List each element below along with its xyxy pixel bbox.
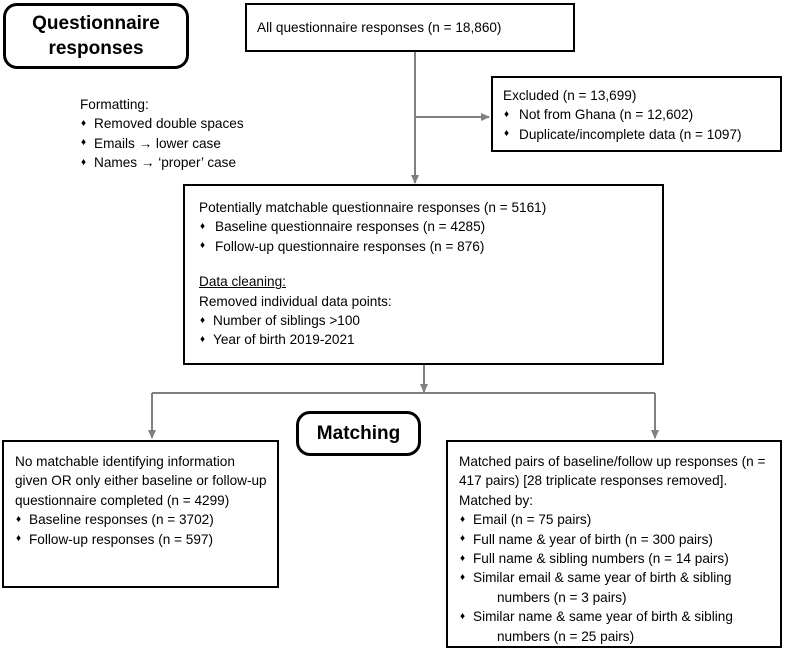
data-cleaning-list: Number of siblings >100 Year of birth 20…: [199, 311, 654, 350]
list-item: Emails → lower case: [80, 133, 280, 153]
node-no-matchable-info: No matchable identifying information giv…: [2, 440, 279, 588]
list-item: Similar email & same year of birth & sib…: [459, 568, 772, 607]
list-item: Names → ‘proper’ case: [80, 153, 280, 173]
formatting-title: Formatting:: [80, 97, 149, 112]
formatting-list: Removed double spaces Emails → lower cas…: [80, 114, 280, 173]
matchable-list: Baseline questionnaire responses (n = 42…: [199, 217, 654, 256]
list-item-line1: Similar email & same year of birth & sib…: [473, 570, 732, 586]
list-item: Removed double spaces: [80, 114, 280, 134]
list-item: Similar name & same year of birth & sibl…: [459, 607, 772, 646]
matched-paragraph: Matched pairs of baseline/follow up resp…: [459, 454, 766, 508]
list-item: Email (n = 75 pairs): [459, 510, 772, 530]
all-responses-text: All questionnaire responses (n = 18,860): [257, 20, 502, 35]
list-item: Duplicate/incomplete data (n = 1097): [503, 124, 772, 144]
node-matching: Matching: [296, 411, 421, 456]
list-item: Year of birth 2019-2021: [199, 330, 654, 350]
matching-label: Matching: [316, 423, 401, 444]
spacer: [199, 256, 654, 272]
unmatched-paragraph: No matchable identifying information giv…: [15, 454, 267, 508]
node-excluded: Excluded (n = 13,699) Not from Ghana (n …: [491, 76, 782, 152]
list-item: Follow-up questionnaire responses (n = 8…: [199, 236, 654, 256]
excluded-list: Not from Ghana (n = 12,602) Duplicate/in…: [503, 105, 772, 144]
unmatched-list: Baseline responses (n = 3702) Follow-up …: [15, 510, 267, 549]
list-item: Full name & sibling numbers (n = 14 pair…: [459, 549, 772, 569]
start-label-line1: Questionnaire: [32, 13, 160, 34]
list-item: Follow-up responses (n = 597): [15, 529, 267, 549]
list-item-line2: numbers (n = 3 pairs): [497, 589, 627, 605]
excluded-title: Excluded (n = 13,699): [503, 88, 637, 103]
matched-list: Email (n = 75 pairs) Full name & year of…: [459, 510, 772, 646]
list-item-line2: numbers (n = 25 pairs): [497, 628, 635, 644]
node-matched-pairs: Matched pairs of baseline/follow up resp…: [446, 440, 782, 648]
list-item: Baseline questionnaire responses (n = 42…: [199, 217, 654, 237]
node-questionnaire-responses: Questionnaire responses: [3, 3, 189, 69]
node-potentially-matchable: Potentially matchable questionnaire resp…: [183, 184, 664, 365]
list-item: Full name & year of birth (n = 300 pairs…: [459, 529, 772, 549]
data-cleaning-heading: Data cleaning:: [199, 274, 286, 290]
list-item-line1: Similar name & same year of birth & sibl…: [473, 609, 733, 625]
list-item: Not from Ghana (n = 12,602): [503, 105, 772, 125]
start-label-line2: responses: [48, 38, 144, 59]
matchable-title: Potentially matchable questionnaire resp…: [199, 200, 547, 215]
list-item: Baseline responses (n = 3702): [15, 510, 267, 530]
data-cleaning-subtitle: Removed individual data points:: [199, 293, 392, 309]
list-item: Number of siblings >100: [199, 311, 654, 331]
node-all-responses: All questionnaire responses (n = 18,860): [245, 3, 575, 52]
formatting-note: Formatting: Removed double spaces Emails…: [80, 95, 280, 173]
